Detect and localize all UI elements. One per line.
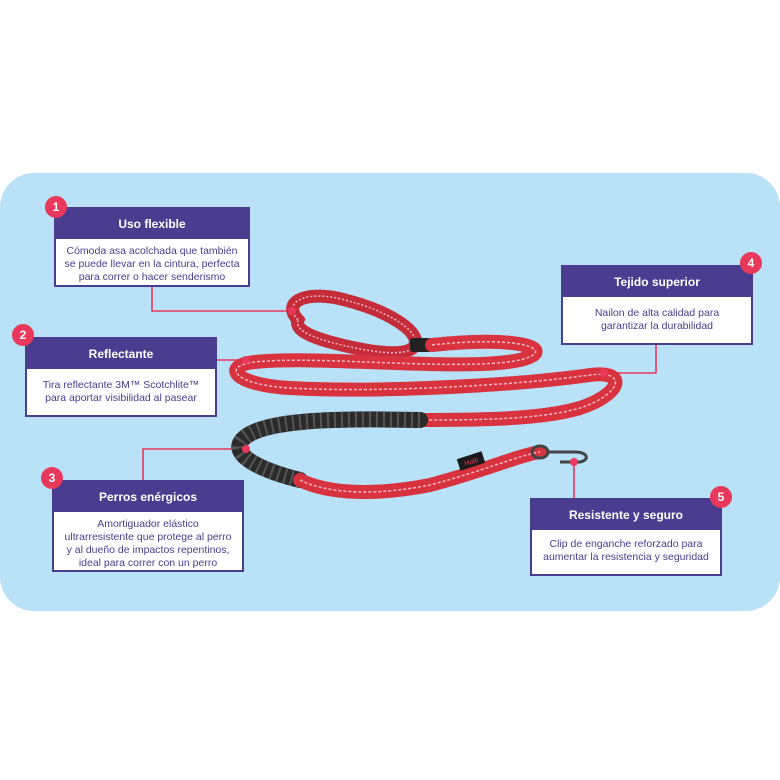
callout-description-5: Clip de enganche reforzado para aumentar… — [543, 538, 709, 563]
callout-card-2: Reflectante Tira reflectante 3M™ Scotchl… — [25, 337, 217, 417]
callout-card-4: Tejido superior Nailon de alta calidad p… — [561, 265, 753, 345]
callout-title-3: Perros enérgicos — [54, 482, 242, 512]
callout-title-2: Reflectante — [27, 339, 215, 369]
callout-number-4: 4 — [740, 252, 762, 274]
connector-4 — [604, 345, 657, 374]
callout-title-4: Tejido superior — [563, 267, 751, 297]
leash-markers — [242, 307, 608, 466]
connector-3 — [142, 448, 246, 480]
callout-title-1: Uso flexible — [56, 209, 248, 239]
callout-number-5: 5 — [710, 486, 732, 508]
callout-card-1: Uso flexible Cómoda asa acolchada que ta… — [54, 207, 250, 287]
callout-title-5: Resistente y seguro — [532, 500, 720, 530]
brand-tag — [456, 451, 486, 471]
snap-clip — [530, 444, 588, 464]
handle-loop — [286, 289, 422, 360]
callout-number-3: 3 — [41, 467, 63, 489]
main-strap — [229, 334, 623, 427]
callout-description-4: Nailon de alta calidad para garantizar l… — [594, 307, 720, 332]
callout-card-5: Resistente y seguro Clip de enganche ref… — [530, 498, 722, 576]
callout-description-1: Cómoda asa acolchada que también se pued… — [64, 245, 240, 283]
lower-strap — [293, 445, 547, 499]
callout-description-3: Amortiguador elástico ultrarresistente q… — [64, 518, 232, 569]
callout-number-1: 1 — [45, 196, 67, 218]
brand-label: Halti — [464, 457, 480, 468]
connector-1 — [151, 287, 292, 312]
connector-lines — [142, 287, 657, 498]
callout-card-3: Perros enérgicos Amortiguador elástico u… — [52, 480, 244, 572]
callout-number-2: 2 — [12, 324, 34, 346]
callout-description-2: Tira reflectante 3M™ Scotchlite™ para ap… — [42, 379, 200, 404]
